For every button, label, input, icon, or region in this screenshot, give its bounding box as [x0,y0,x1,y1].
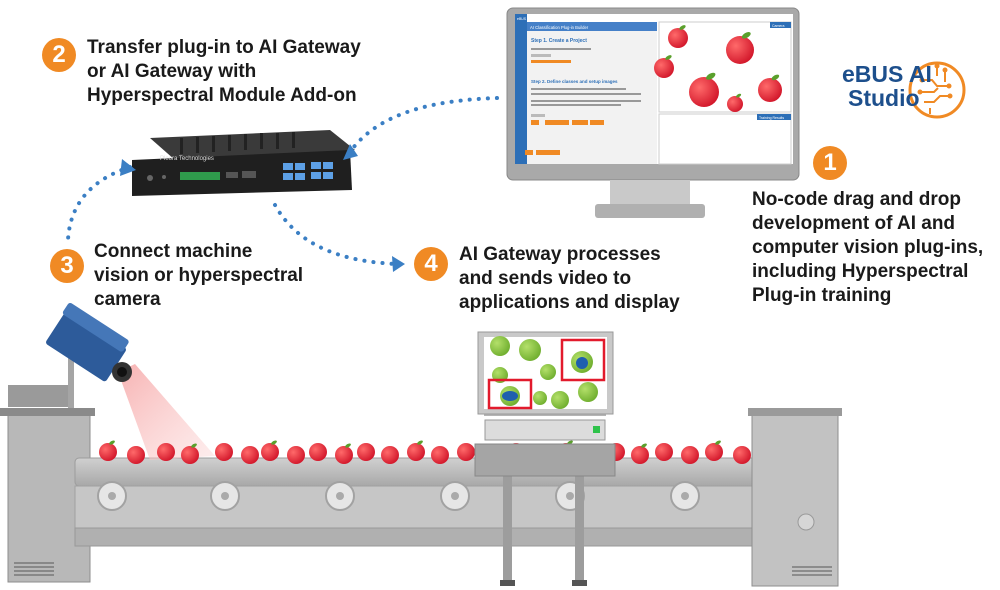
ui-button-capture [572,120,588,125]
camera-body [46,310,126,382]
apple [407,440,425,461]
ui-button-browse [590,120,604,125]
apple [381,446,399,464]
right-tower [751,409,839,587]
brand-line-1: eBUS AI [842,61,932,87]
apple [631,443,649,464]
belt-top [74,457,776,487]
green-apple [490,336,510,356]
right-tower-vent [792,566,832,576]
detection-box-2 [487,378,533,410]
green-apple [578,382,598,402]
step-4-text: AI Gateway processes and sends video to … [459,244,680,313]
brand-line-2: Studio [848,85,920,111]
studio-monitor: eBUS AI Studio AI Classification Plug-in… [506,7,800,218]
apple [261,440,279,461]
brain-circuit-icon [908,61,966,119]
left-tower-cap [8,385,68,407]
ui-button-add-class [545,120,569,125]
arrow-monitor-to-gateway [348,96,499,154]
step-2-badge: 2 [42,38,76,72]
defect-spot [576,357,588,369]
ui-step-one: Step 1. Create a Project [531,38,587,44]
apple [758,74,782,102]
app-title: eBUS AI Studio [517,17,541,21]
apple [668,25,688,48]
gateway-brand-label: Pleora Technologies [160,156,214,162]
green-apple [540,364,556,380]
ui-step-two: Step 2. Define classes and setup images [531,79,618,84]
ui-button-back [525,150,533,155]
apple [431,446,449,464]
camera-label: Camera [772,24,785,28]
apple [457,443,475,461]
apple [127,446,145,464]
step-2-text: Transfer plug-in to AI Gateway or AI Gat… [87,37,361,106]
brand-logo: eBUS AI Studio [842,62,932,110]
apple [726,32,754,64]
left-tower-vent [14,562,54,576]
green-apple [551,391,569,409]
ui-button-next [536,150,560,155]
apple [681,446,699,464]
apple [654,55,674,78]
arrow-gateway-to-camera [66,165,132,242]
apple [157,443,175,461]
apple [655,443,673,461]
defect-spot [502,391,518,401]
step-1-badge: 1 [813,146,847,180]
step-1-text: No-code drag and drop development of AI … [752,189,984,306]
flow-arrows [66,96,499,266]
apple [727,93,743,112]
step-4-badge: 4 [414,247,448,281]
apple [309,443,327,461]
machine-vision-camera [46,302,132,408]
green-apple [519,339,541,361]
apple [287,446,305,464]
arrow-gateway-to-display [273,203,399,266]
ui-button-small [531,120,539,125]
apple [357,443,375,461]
step-3-badge: 3 [50,249,84,283]
step-3-text: Connect machine vision or hyperspectral … [94,241,304,310]
green-apple [533,391,547,405]
arrow-heads [120,144,405,272]
conveyor-belt [0,385,842,587]
apple [335,443,353,464]
apple [241,446,259,464]
results-label: Training Results [759,116,784,120]
apple [215,443,233,461]
apple [99,440,117,461]
display-station [474,331,616,586]
apple [181,443,199,464]
panel-title: AI Classification Plug-in Builder [530,25,589,30]
apple [705,440,723,461]
power-led [593,426,600,433]
camera-beam [118,364,215,460]
detection-box-1 [560,338,606,382]
apple [689,72,719,107]
apple [733,446,751,464]
ai-gateway-device: Pleora Technologies [132,130,355,196]
